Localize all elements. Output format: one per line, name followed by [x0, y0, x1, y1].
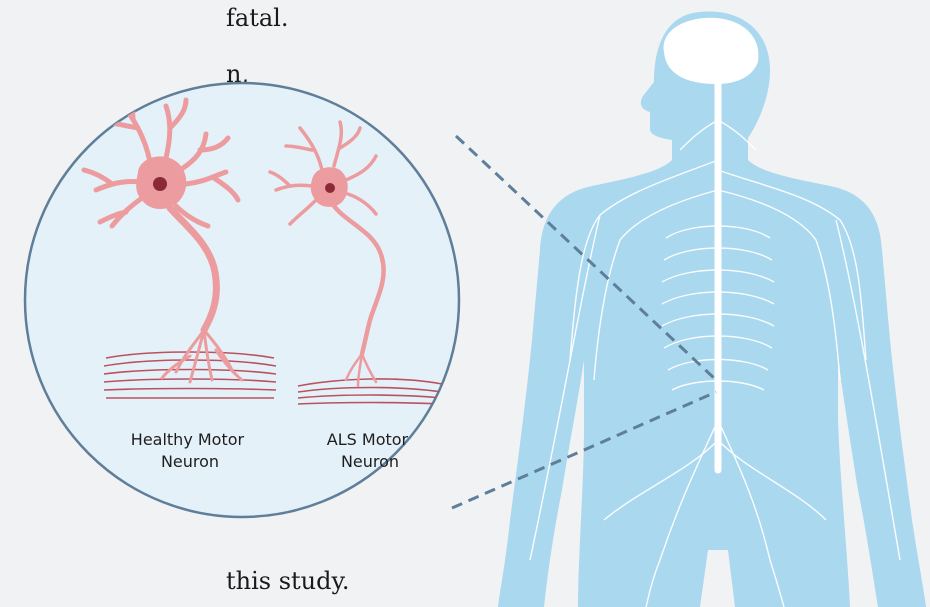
healthy-neuron-label-line2: Neuron — [161, 452, 219, 471]
brain — [664, 18, 759, 84]
neuron-nucleus — [153, 177, 167, 191]
healthy-neuron-label-line1: Healthy Motor — [131, 430, 245, 449]
als-neuron-label-line2: Neuron — [341, 452, 399, 471]
neuron-nucleus — [325, 183, 335, 193]
als-neuron-label-line1: ALS Motor — [327, 430, 409, 449]
neuron-inset: Healthy Motor Neuron ALS Motor Neuron — [25, 83, 459, 517]
